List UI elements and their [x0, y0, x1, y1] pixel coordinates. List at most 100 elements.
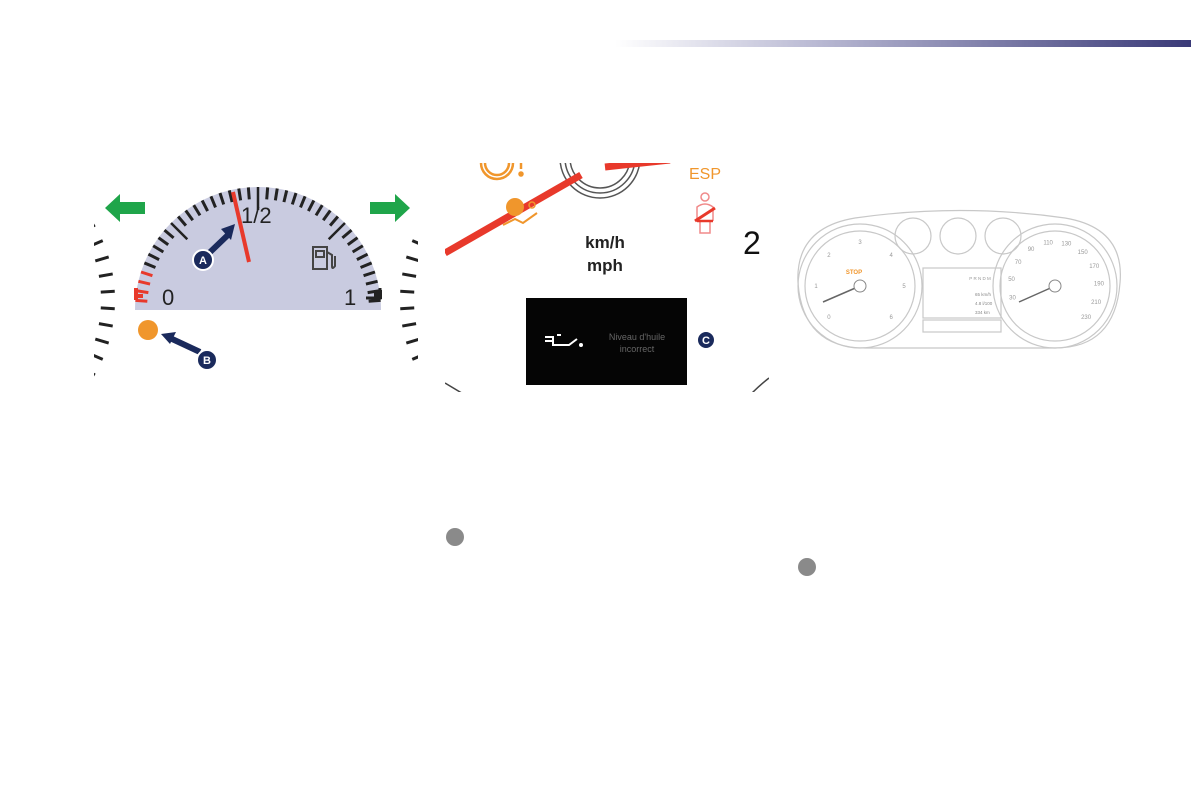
tach-labels: 0 1 2 3 4 5 6	[814, 240, 906, 321]
speedo-needle	[1018, 285, 1056, 303]
next-page-icon[interactable]	[446, 528, 464, 546]
callout-badge-a	[192, 249, 214, 271]
dial-label: 50	[1008, 277, 1015, 283]
readout-speed: 65 km/h	[975, 292, 992, 297]
tick	[402, 322, 417, 328]
message-line-2: incorrect	[620, 344, 655, 354]
tick	[192, 204, 202, 217]
tick	[94, 223, 96, 228]
callout-label-c: C	[702, 335, 710, 347]
tick	[237, 188, 243, 201]
dial-label: 2	[827, 253, 831, 259]
tick	[327, 222, 346, 241]
tick	[98, 322, 113, 328]
tick	[94, 239, 104, 246]
dial-label: 70	[1015, 260, 1022, 266]
tick	[400, 289, 415, 294]
tick	[420, 368, 430, 375]
tick	[273, 188, 279, 201]
fuel-dial-face	[135, 187, 381, 310]
tick	[136, 289, 149, 295]
parking-brake-icon	[479, 163, 524, 181]
tick	[356, 252, 369, 261]
dial-label: 1	[814, 284, 818, 290]
callout-arrow-b	[161, 332, 202, 355]
tick	[400, 306, 415, 311]
instrument-cluster-illustration: STOP P R N D M 65 km/h 4.8 l/100 334 km …	[797, 209, 1121, 349]
speed-display-illustration: ESP 2 km/h mph Niveau d'huile incorrect …	[445, 163, 769, 392]
header-gradient-bar	[615, 40, 1191, 47]
fuel-pump-icon	[312, 246, 336, 270]
tick	[365, 279, 378, 286]
dial-label: 6	[889, 315, 893, 321]
tick	[322, 209, 332, 222]
tick	[98, 272, 113, 278]
tick	[157, 236, 170, 246]
airbag-off-icon	[502, 198, 538, 226]
tick	[282, 190, 289, 203]
oil-can-icon	[545, 334, 583, 347]
callout-label-b: B	[203, 355, 211, 367]
low-fuel-warning-light-icon	[138, 320, 158, 340]
tick	[147, 252, 160, 261]
tick	[346, 236, 359, 246]
seatbelt-icon	[694, 192, 716, 234]
dial-label: 4	[889, 253, 893, 259]
tick	[307, 199, 316, 212]
tick	[227, 190, 234, 203]
tick	[420, 225, 430, 232]
tick	[170, 222, 189, 241]
fuel-gauge-illustration: 0 1/2 1 A B	[94, 187, 430, 377]
tick	[411, 355, 418, 361]
tick	[218, 192, 226, 205]
dial-label: 170	[1089, 264, 1100, 270]
dial-label: 210	[1091, 300, 1102, 306]
tick	[359, 261, 373, 269]
fuel-needle	[231, 191, 251, 263]
label-full: 1	[344, 285, 356, 310]
tick	[135, 298, 148, 303]
tick	[152, 244, 165, 254]
tick	[341, 228, 353, 240]
turn-left-arrow-icon	[105, 194, 145, 222]
tick	[402, 272, 417, 278]
readout-range: 334 km	[975, 310, 990, 315]
tick	[265, 187, 270, 200]
label-empty: 0	[162, 285, 174, 310]
tick	[368, 298, 381, 303]
label-half: 1/2	[241, 203, 272, 228]
tick	[176, 215, 188, 227]
gear-indicator: P R N D M	[969, 276, 991, 281]
unit-mph: mph	[587, 256, 623, 275]
next-page-icon[interactable]	[798, 558, 816, 576]
tick	[363, 270, 376, 278]
callout-label-a: A	[199, 255, 207, 267]
tick	[209, 195, 217, 209]
dial-label: 0	[827, 315, 831, 321]
tick	[200, 199, 209, 212]
dial-label: 130	[1061, 241, 1072, 247]
tick	[140, 270, 153, 278]
tick	[351, 244, 364, 254]
tick	[138, 279, 151, 286]
tick	[411, 239, 418, 245]
tick	[246, 187, 251, 200]
tick	[100, 289, 115, 294]
tach-needle	[822, 285, 861, 303]
tick	[328, 215, 340, 227]
tick	[405, 255, 418, 263]
esp-label: ESP	[689, 166, 721, 183]
tick	[314, 204, 324, 217]
left-dial-ticks	[94, 223, 115, 377]
dial-label: 5	[902, 284, 906, 290]
dial-label: 3	[858, 240, 862, 246]
dial-label: 30	[1009, 295, 1016, 301]
tick	[405, 337, 418, 345]
unit-kmh: km/h	[585, 233, 625, 252]
dial-label: 110	[1043, 241, 1053, 247]
tick	[100, 306, 115, 311]
tick	[94, 372, 96, 377]
tick	[299, 195, 307, 209]
readout-consumption: 4.8 l/100	[975, 301, 993, 306]
